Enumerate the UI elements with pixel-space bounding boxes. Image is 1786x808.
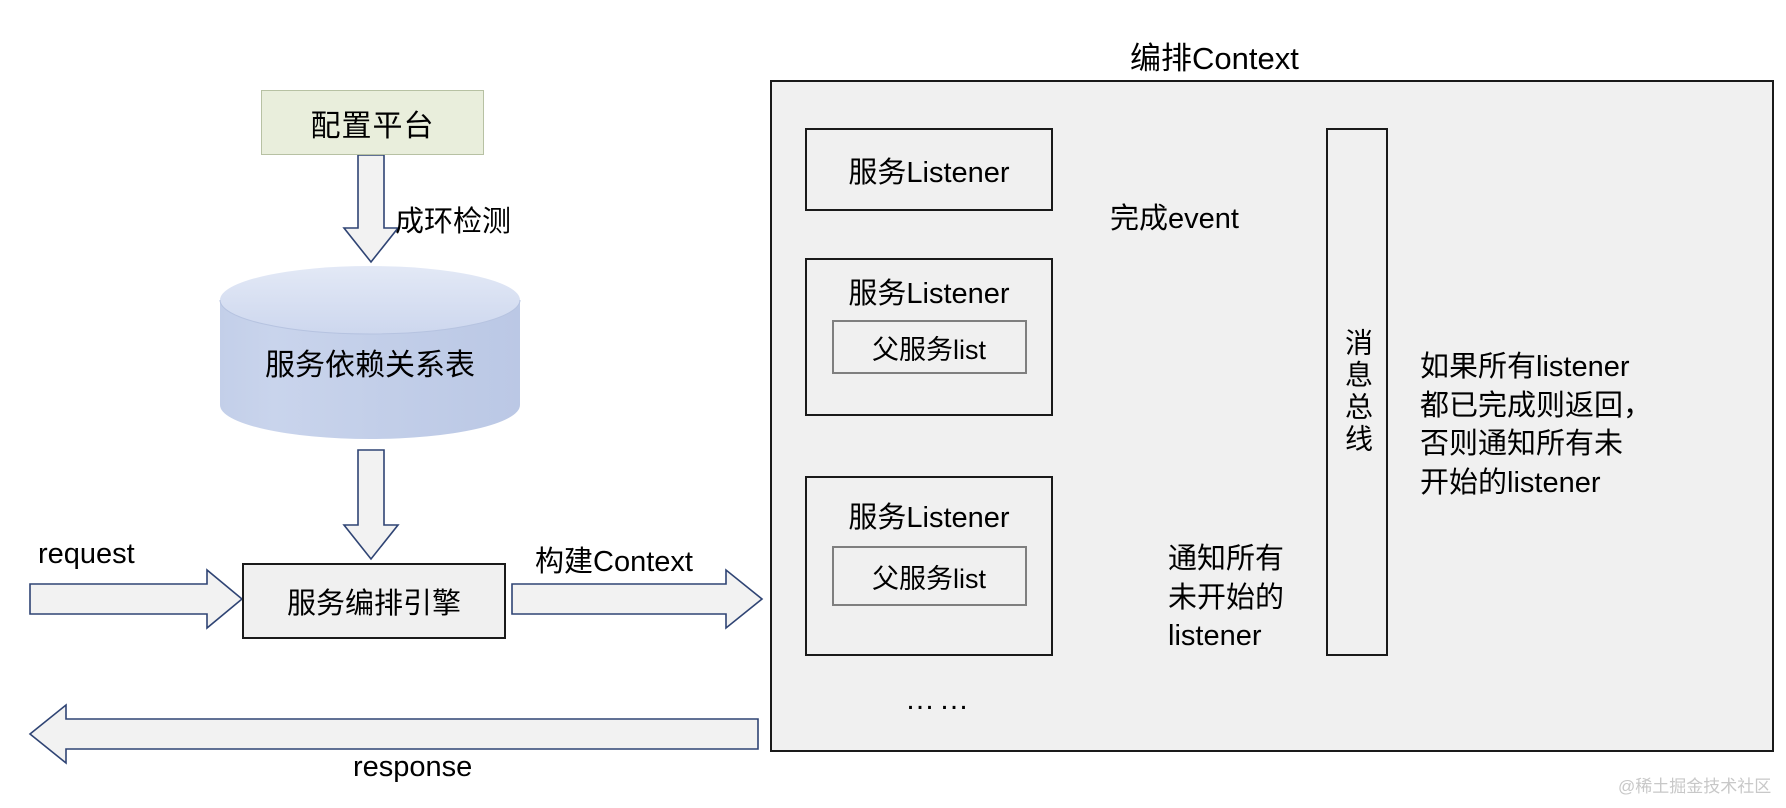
config-platform-label: 配置平台 — [310, 109, 435, 143]
context-note: 如果所有listener 都已完成则返回， 否则通知所有未 开始的listene… — [1420, 351, 1653, 499]
notify-listeners-label: 通知所有 未开始的 listener — [1168, 543, 1285, 653]
parent-service-list-3[interactable]: 父服务list — [831, 546, 1027, 606]
listener-ellipsis: …… — [905, 683, 973, 716]
request-label: request — [38, 538, 135, 570]
orchestration-engine-box[interactable]: 服务编排引擎 — [242, 563, 506, 639]
message-bus-box[interactable]: 消息总线 — [1326, 128, 1388, 656]
context-panel-title: 编排Context — [1130, 41, 1299, 76]
arrow-cycle-check — [342, 154, 400, 264]
config-platform-box[interactable]: 配置平台 — [261, 90, 484, 155]
dependency-table-label: 服务依赖关系表 — [265, 349, 475, 382]
cycle-check-label: 成环检测 — [395, 206, 512, 238]
watermark: @稀土掘金技术社区 — [1618, 777, 1772, 796]
orchestration-engine-label: 服务编排引擎 — [286, 588, 461, 620]
arrow-request — [29, 568, 244, 630]
listener-box-1[interactable]: 服务Listener — [805, 128, 1053, 211]
listener-title-2: 服务Listener — [848, 278, 1010, 310]
message-bus-label: 消息总线 — [1342, 328, 1373, 456]
listener-box-2[interactable]: 服务Listener 父服务list — [805, 258, 1053, 416]
build-context-label: 构建Context — [535, 546, 693, 578]
response-label: response — [353, 751, 473, 783]
listener-box-3[interactable]: 服务Listener 父服务list — [805, 476, 1053, 656]
complete-event-label: 完成event — [1110, 203, 1239, 235]
listener-title-1: 服务Listener — [848, 156, 1010, 189]
listener-title-3: 服务Listener — [848, 502, 1010, 534]
arrow-table-to-engine — [342, 449, 400, 561]
parent-service-list-2[interactable]: 父服务list — [831, 320, 1027, 374]
